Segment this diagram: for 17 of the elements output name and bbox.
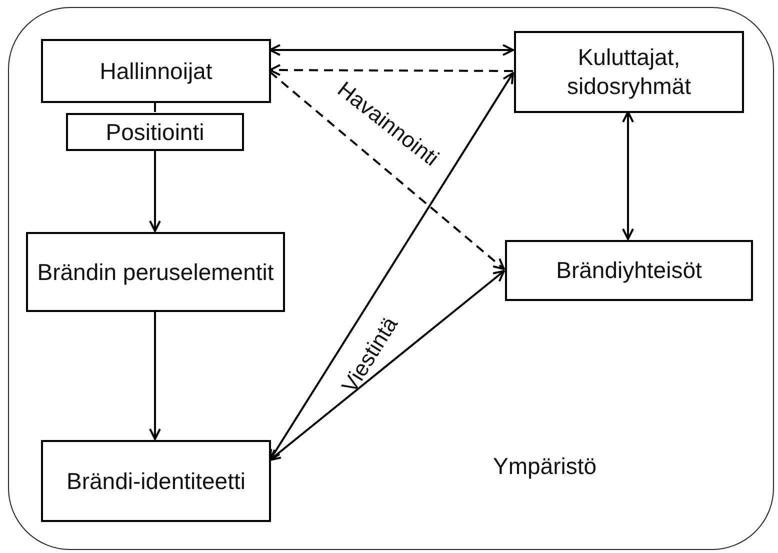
arrow	[269, 71, 505, 270]
process-box: Brändin peruselementit	[26, 232, 285, 312]
arrow	[149, 150, 161, 232]
arrow	[622, 111, 634, 240]
arrow	[269, 270, 505, 461]
arrow	[269, 72, 514, 461]
arrow	[269, 44, 514, 56]
environment-label: Ympäristö	[493, 453, 597, 480]
process-box: Kuluttajat, sidosryhmät	[514, 31, 744, 113]
process-box: Positiointi	[66, 113, 244, 151]
connector-line	[154, 102, 156, 112]
arrow	[269, 64, 513, 76]
process-box: Brändiyhteisöt	[505, 240, 753, 301]
process-box: Brändi-identiteetti	[41, 440, 271, 522]
process-box: Hallinnoijat	[41, 39, 271, 103]
arrow	[149, 311, 161, 440]
environment-frame	[8, 7, 774, 550]
